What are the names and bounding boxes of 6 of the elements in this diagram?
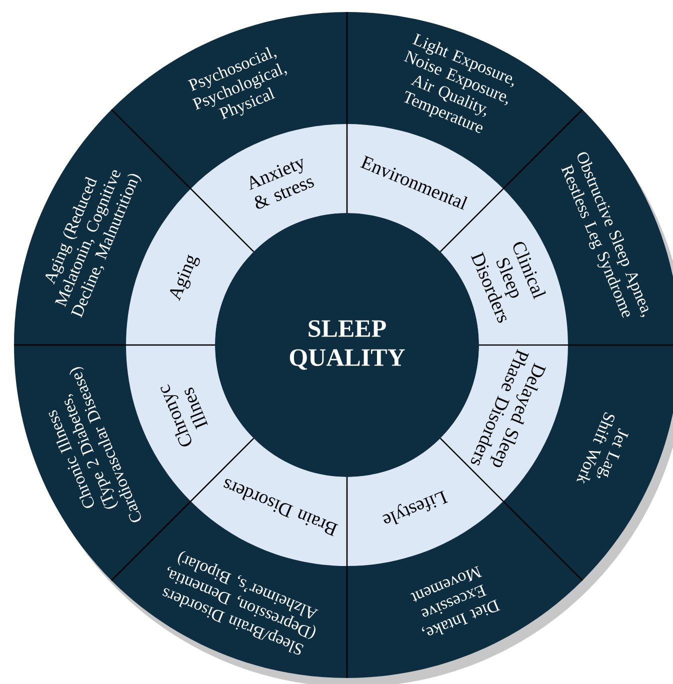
inner-segment xyxy=(190,124,347,252)
center-label: SLEEP QUALITY xyxy=(290,320,405,370)
segment-label: Anxiety & stress xyxy=(250,158,314,209)
segment-label: Chronyc Illnes xyxy=(160,384,208,446)
segment-label: Jet Lag, Shift Work xyxy=(576,412,629,484)
segment-label: Aging xyxy=(170,254,200,302)
